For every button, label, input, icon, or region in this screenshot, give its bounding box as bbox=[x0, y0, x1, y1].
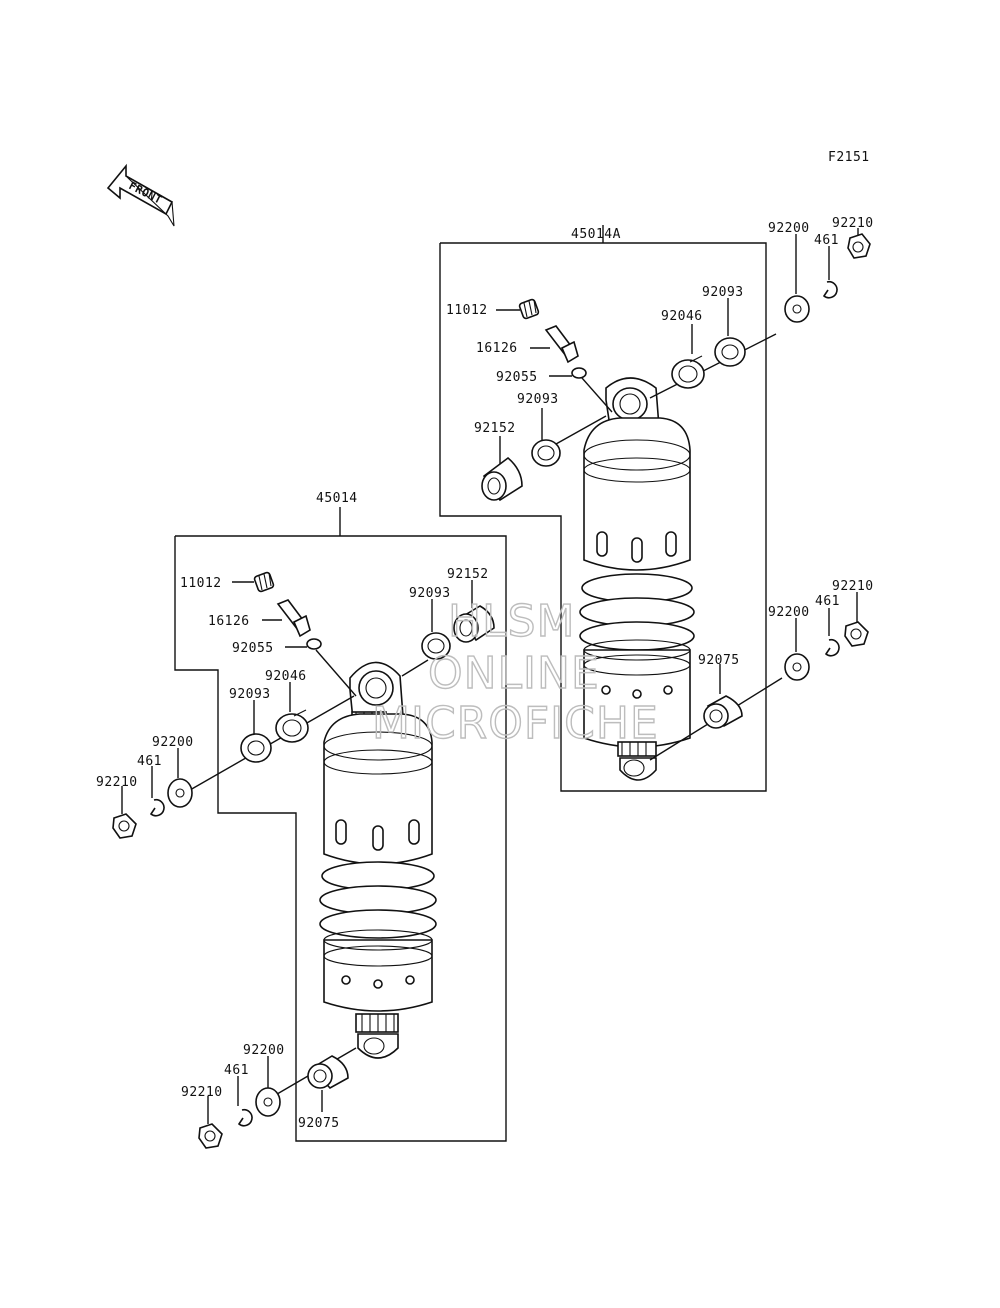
label-92200-right-top: 92200 bbox=[768, 221, 810, 236]
watermark: HLSM ONLINE MICROFICHE bbox=[371, 595, 659, 749]
part-92055-right bbox=[571, 367, 587, 379]
part-92075-left bbox=[307, 1055, 349, 1090]
assembly-code-45014A: 45014A bbox=[571, 227, 621, 242]
shock-absorber-right bbox=[579, 377, 695, 781]
label-92075-right: 92075 bbox=[698, 653, 740, 668]
label-92093-right-eye: 92093 bbox=[702, 285, 744, 300]
part-11012-right bbox=[518, 298, 540, 320]
label-92093-right-top: 92093 bbox=[517, 392, 559, 407]
assembly-45014A: 45014A bbox=[439, 216, 874, 792]
label-92200-left-top: 92200 bbox=[152, 735, 194, 750]
part-92093-right-upper bbox=[531, 439, 561, 467]
shock-absorber-left bbox=[319, 661, 437, 1059]
part-92210-right-bot bbox=[844, 621, 869, 647]
label-92075-left: 92075 bbox=[298, 1116, 340, 1131]
label-92200-right-bot: 92200 bbox=[768, 605, 810, 620]
part-92210-left-top bbox=[112, 813, 137, 839]
label-461-right-bot: 461 bbox=[815, 594, 840, 609]
label-92055-right: 92055 bbox=[496, 370, 538, 385]
watermark-line-3: MICROFICHE bbox=[372, 698, 659, 749]
label-92046-right: 92046 bbox=[661, 309, 703, 324]
assembly-45014: 45014 bbox=[96, 491, 507, 1149]
part-92210-right-top bbox=[847, 233, 871, 259]
label-461-left-bot: 461 bbox=[224, 1063, 249, 1078]
watermark-line-1: HLSM bbox=[448, 596, 576, 647]
label-92210-right-bot: 92210 bbox=[832, 579, 874, 594]
part-11012-left bbox=[253, 571, 275, 593]
label-16126-right: 16126 bbox=[476, 341, 518, 356]
part-461-left-top bbox=[149, 798, 165, 817]
part-92093-right-eye bbox=[714, 337, 746, 367]
label-92093-left-top: 92093 bbox=[409, 586, 451, 601]
watermark-line-2: ONLINE bbox=[428, 648, 600, 699]
label-11012-right: 11012 bbox=[446, 303, 488, 318]
label-92055-left: 92055 bbox=[232, 641, 274, 656]
front-arrow-icon: FRONT bbox=[106, 163, 175, 227]
part-92210-left-bot bbox=[198, 1123, 223, 1149]
label-92210-left-bot: 92210 bbox=[181, 1085, 223, 1100]
label-92200-left-bot: 92200 bbox=[243, 1043, 285, 1058]
part-92093-left-eye bbox=[240, 733, 272, 763]
part-92046-right bbox=[671, 355, 705, 389]
label-92152-left: 92152 bbox=[447, 567, 489, 582]
label-92152-right: 92152 bbox=[474, 421, 516, 436]
assembly-frame-45014 bbox=[174, 535, 507, 1142]
figure-code: F2151 bbox=[828, 150, 870, 165]
part-92200-right-bot bbox=[784, 653, 810, 681]
part-92200-left-bot bbox=[255, 1087, 281, 1117]
label-92093-left-eye: 92093 bbox=[229, 687, 271, 702]
label-461-right-top: 461 bbox=[814, 233, 839, 248]
label-16126-left: 16126 bbox=[208, 614, 250, 629]
part-16126-left bbox=[276, 599, 311, 638]
part-92200-left-top bbox=[167, 778, 193, 808]
part-92152-right bbox=[481, 456, 523, 502]
part-92055-left bbox=[306, 638, 322, 650]
part-92075-right bbox=[703, 695, 743, 729]
assembly-frame-45014A bbox=[439, 242, 767, 792]
part-461-right-top bbox=[822, 280, 838, 299]
part-461-left-bot bbox=[237, 1108, 253, 1127]
label-92210-right-top: 92210 bbox=[832, 216, 874, 231]
label-92210-left-top: 92210 bbox=[96, 775, 138, 790]
label-461-left-top: 461 bbox=[137, 754, 162, 769]
part-461-right-bot bbox=[824, 638, 840, 657]
label-11012-left: 11012 bbox=[180, 576, 222, 591]
part-16126-right bbox=[544, 325, 579, 364]
part-92046-left bbox=[275, 709, 309, 743]
assembly-code-45014: 45014 bbox=[316, 491, 358, 506]
part-92093-left-upper bbox=[421, 632, 451, 660]
part-92152-left bbox=[453, 605, 495, 643]
label-92046-left: 92046 bbox=[265, 669, 307, 684]
part-92200-right-top bbox=[784, 295, 810, 323]
